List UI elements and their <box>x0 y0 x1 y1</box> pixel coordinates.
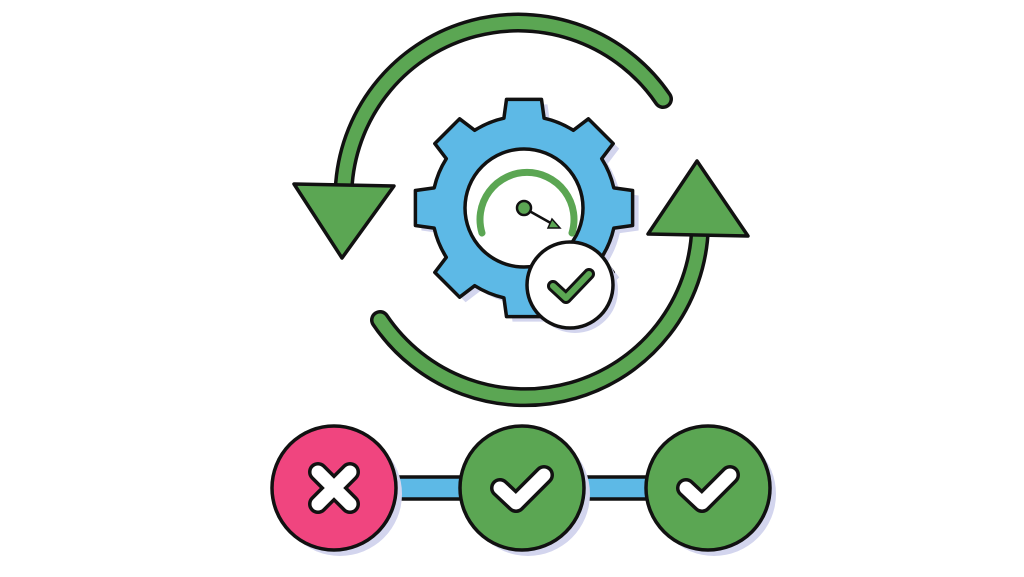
check-mark-icon <box>676 465 740 513</box>
step-pass-1 <box>458 424 590 556</box>
check-badge-icon <box>525 240 618 333</box>
up-arrow-head-icon <box>646 159 750 238</box>
check-mark-icon <box>490 465 554 513</box>
step-connectors <box>388 475 658 501</box>
gauge-pivot <box>515 199 533 217</box>
badge-check-mark <box>550 271 592 301</box>
upper-arrow-arc <box>337 16 670 190</box>
gauge-arc <box>476 169 578 237</box>
step-fail <box>270 424 402 556</box>
gauge-needle-tip <box>546 217 562 229</box>
lower-arrow-arc <box>373 221 707 404</box>
x-mark-icon <box>308 462 360 514</box>
down-arrow-head-icon <box>292 182 396 260</box>
circular-arrows-icon <box>292 12 750 408</box>
badge-circle <box>525 240 615 330</box>
connector-1 <box>388 475 472 501</box>
step-pass-2 <box>644 424 776 556</box>
gauge-icon <box>476 169 578 237</box>
status-steps <box>270 424 776 556</box>
